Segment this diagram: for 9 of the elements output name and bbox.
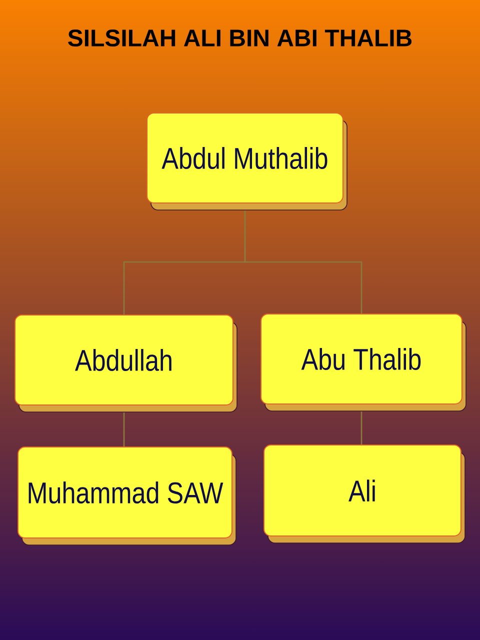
title: SILSILAH ALI BIN ABI THALIB	[68, 30, 412, 46]
name-box: Abu Thalib	[260, 314, 466, 412]
name-box: Ali	[264, 444, 466, 544]
connector-line	[244, 210, 362, 314]
connector-line	[123, 412, 125, 446]
connector-line	[360, 412, 362, 444]
name-box: Abdul Muthalib	[146, 112, 348, 210]
name-box: Abdullah	[14, 314, 238, 412]
name-box: Muhammad SAW	[18, 446, 236, 546]
